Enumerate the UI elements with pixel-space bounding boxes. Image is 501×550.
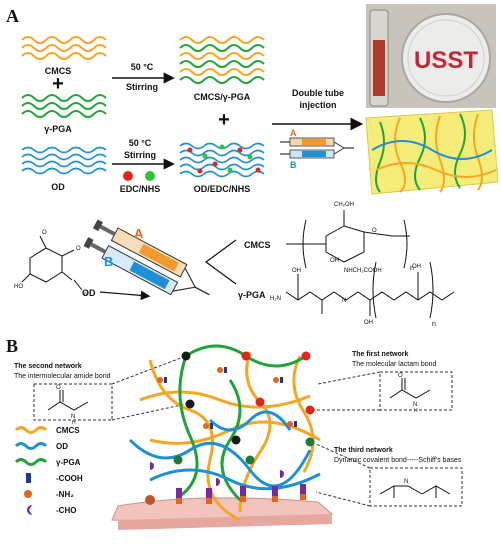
struct-gpga-label: γ-PGA bbox=[238, 290, 266, 300]
legend-swatch-wave bbox=[14, 426, 48, 434]
surface-anchors bbox=[145, 484, 306, 505]
od-edc-mixture bbox=[179, 142, 265, 178]
legend-item: -NH₂ bbox=[24, 490, 74, 499]
legend-swatch-cooh bbox=[26, 473, 31, 483]
hydrogel-block bbox=[365, 109, 499, 195]
cmcs-gpga-mixture bbox=[179, 36, 265, 84]
cmcs-oh-label: OH bbox=[330, 258, 339, 264]
temp-label-1: 50 °C bbox=[131, 62, 154, 72]
third-network-title: The third network bbox=[334, 447, 393, 454]
first-network-title: The first network bbox=[352, 351, 409, 358]
legend-swatch-wave bbox=[14, 442, 48, 450]
gpga-oh-label-2: OH bbox=[412, 264, 421, 270]
edc-nhs-label: EDC/NHS bbox=[120, 184, 161, 194]
legend-label: -COOH bbox=[56, 474, 83, 483]
pendant-groups bbox=[150, 367, 297, 486]
lactam-h-label: H bbox=[414, 408, 418, 414]
od-o-label-1: O bbox=[42, 230, 47, 236]
syringe-b-label: B bbox=[104, 254, 113, 269]
hydrogel-photo: USST bbox=[366, 4, 496, 108]
cmcs-n-subscript: n bbox=[410, 265, 414, 272]
callout-lines bbox=[111, 355, 381, 507]
small-port-b-label: B bbox=[290, 160, 297, 170]
second-network-title: The second network bbox=[14, 363, 82, 370]
syringe-a-label: A bbox=[134, 226, 144, 241]
panel-b-label: B bbox=[6, 336, 18, 356]
cmcs-o-label: O bbox=[372, 228, 377, 234]
photo-usst-text: USST bbox=[414, 47, 478, 74]
cmcs-nhch2cooh-label: NHCH₂COOH bbox=[344, 268, 382, 274]
cmcs-strands bbox=[21, 36, 107, 60]
amide-h-label: H bbox=[72, 420, 76, 426]
od-structure-icon bbox=[21, 235, 83, 291]
legend-label: γ-PGA bbox=[56, 458, 81, 467]
od-ho-label: HO bbox=[14, 284, 23, 290]
mixture-1-label: CMCS/γ-PGA bbox=[194, 92, 251, 102]
gpga-oh-label-3: OH bbox=[364, 320, 373, 326]
legend-label: -CHO bbox=[56, 506, 76, 515]
legend-swatch-nh2 bbox=[24, 490, 32, 498]
edc-red-dot bbox=[123, 171, 133, 181]
legend-item: CMCS bbox=[14, 426, 80, 435]
od-pointer-label: OD bbox=[82, 288, 96, 298]
second-network-subtitle: The intermolecular amide bond bbox=[14, 373, 111, 380]
injection-label: injection bbox=[299, 100, 336, 110]
legend-item: -CHO bbox=[27, 505, 76, 515]
od-pointer-arrow bbox=[99, 290, 151, 301]
first-network-subtitle: The molecular lactam bond bbox=[352, 361, 437, 368]
mixture-2-label: OD/EDC/NHS bbox=[194, 184, 251, 194]
stirring-label-1: Stirring bbox=[126, 82, 158, 92]
small-port-a-label: A bbox=[290, 128, 297, 138]
legend: CMCS OD γ-PGA -COOH -NH₂ -CHO bbox=[14, 426, 83, 515]
amide-n-label: N bbox=[71, 414, 75, 420]
gpga-label: γ-PGA bbox=[44, 124, 72, 134]
od-n-subscript: n bbox=[84, 292, 87, 298]
crosslink-nodes bbox=[173, 351, 315, 465]
gpga-n-atom-label: N bbox=[342, 298, 346, 304]
temp-label-2: 50 °C bbox=[129, 138, 152, 148]
second-network-box bbox=[33, 383, 113, 421]
legend-swatch-cho bbox=[27, 505, 32, 515]
lactam-bond-icon bbox=[389, 378, 431, 399]
legend-label: OD bbox=[56, 442, 68, 451]
schiff-n-label: N bbox=[404, 479, 408, 485]
plus-sign-1: + bbox=[52, 73, 64, 95]
gpga-n-subscript: n bbox=[432, 321, 436, 328]
amide-o-label: O bbox=[56, 385, 61, 391]
legend-label: -NH₂ bbox=[56, 490, 74, 499]
double-syringe-icon bbox=[83, 219, 210, 296]
cmcs-label: CMCS bbox=[45, 66, 72, 76]
legend-item: γ-PGA bbox=[14, 458, 81, 467]
struct-cmcs-label: CMCS bbox=[244, 240, 271, 250]
lactam-o-label: O bbox=[398, 373, 403, 379]
plus-sign-2: + bbox=[218, 109, 230, 131]
double-tube-label: Double tube bbox=[292, 88, 344, 98]
small-double-syringe-icon bbox=[280, 137, 354, 159]
amide-bond-icon bbox=[47, 390, 89, 411]
od-label: OD bbox=[51, 182, 65, 192]
gpga-strands bbox=[21, 94, 107, 118]
od-o-label-2: O bbox=[76, 246, 81, 252]
cmcs-structure-icon bbox=[286, 210, 410, 269]
gpga-structure-icon bbox=[285, 261, 455, 319]
third-network-box bbox=[369, 467, 463, 507]
od-strands bbox=[21, 146, 107, 175]
legend-item: -COOH bbox=[26, 473, 83, 483]
legend-item: OD bbox=[14, 442, 68, 451]
nhs-green-dot bbox=[145, 171, 155, 181]
gpga-h2n-label: H₂N bbox=[270, 296, 281, 302]
stirring-label-2: Stirring bbox=[124, 150, 156, 160]
component-bracket bbox=[204, 239, 237, 285]
hydrogel-network bbox=[111, 344, 334, 530]
gpga-oh-label-1: OH bbox=[292, 268, 301, 274]
lactam-n-label: N bbox=[413, 402, 417, 408]
first-network-box bbox=[379, 371, 453, 411]
schiff-base-icon bbox=[379, 485, 451, 498]
legend-swatch-wave bbox=[14, 458, 48, 466]
cmcs-ch2oh-label: CH₂OH bbox=[334, 202, 354, 208]
legend-label: CMCS bbox=[56, 426, 80, 435]
third-network-subtitle: Dynamic covalent bond-----Schiff's bases bbox=[334, 457, 462, 464]
panel-a-label: A bbox=[6, 6, 19, 26]
